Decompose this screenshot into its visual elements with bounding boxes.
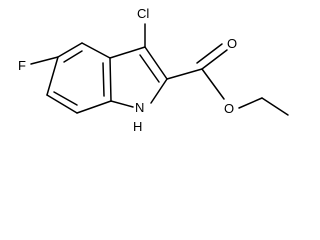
fluorine-label: F xyxy=(18,58,26,73)
bond-c7a-c3a xyxy=(109,57,112,102)
bond-c7-c7a xyxy=(76,100,112,114)
bond-c3a-c4 xyxy=(81,42,111,59)
bond-n1-c7a xyxy=(110,100,134,108)
double-bond-carbonyl-o xyxy=(196,43,223,64)
bond-carbonyl-ester-o xyxy=(201,68,225,100)
nitrogen-label: N xyxy=(135,100,144,115)
bond-c5-c6 xyxy=(46,56,59,96)
double-bond-c6-c7 xyxy=(53,91,78,106)
double-bond-c4-c5 xyxy=(63,50,83,63)
bond-ch2-ch3 xyxy=(261,97,289,116)
bond-c2-n1 xyxy=(150,78,168,104)
bond-c5-f xyxy=(30,56,59,65)
bond-c6-c7 xyxy=(46,94,78,114)
bond-c2-carbonyl xyxy=(166,68,203,80)
carbonyl-oxygen-label: O xyxy=(227,36,237,51)
chlorine-label: Cl xyxy=(137,6,149,21)
double-bond-c7a-c3a xyxy=(102,62,105,97)
ester-group xyxy=(166,43,289,116)
double-bond-c3-c2 xyxy=(139,54,160,83)
structural-formula: Cl F H N O O xyxy=(18,6,289,134)
bond-c4-c5 xyxy=(57,42,83,58)
nitrogen-hydrogen-label: H xyxy=(133,119,142,134)
benzene-ring xyxy=(46,42,112,114)
bond-c3a-c3 xyxy=(109,46,146,59)
bond-c3-c2 xyxy=(144,46,168,80)
ester-oxygen-label: O xyxy=(224,101,234,116)
bond-carbonyl-o xyxy=(201,49,228,70)
bond-ester-o-ch2 xyxy=(238,97,263,109)
pyrrole-ring xyxy=(109,46,168,108)
